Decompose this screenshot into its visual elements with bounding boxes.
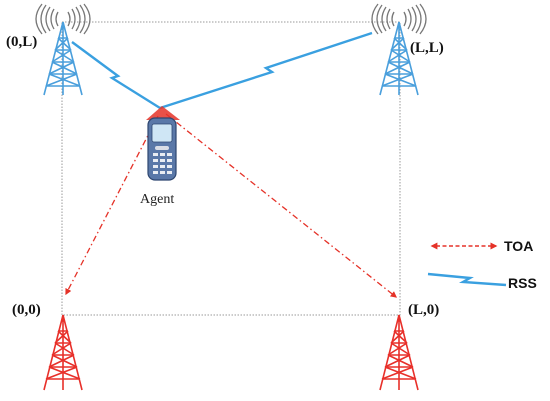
toa-signal-bottom-left: [65, 115, 159, 296]
corner-label-bottom-right: (L,0): [408, 302, 439, 318]
agent-label: Agent: [140, 192, 174, 207]
corner-label-top-right: (L,L): [410, 40, 444, 56]
rss-tower-top-right: [379, 21, 419, 96]
legend-toa-label: TOA: [504, 238, 533, 254]
corner-label-bottom-left: (0,0): [12, 302, 41, 318]
radio-wave-icon-top-left: [35, 3, 91, 35]
legend-rss-label: RSS: [508, 275, 537, 291]
rss-tower-top-left: [43, 21, 83, 96]
agent-phone-icon: [146, 106, 180, 181]
legend-rss-swatch: [427, 272, 507, 287]
corner-label-top-left: (0,L): [6, 34, 37, 50]
toa-signal-bottom-right: [165, 113, 398, 298]
rss-signal-top-left: [71, 41, 161, 110]
toa-tower-bottom-right: [379, 314, 419, 391]
toa-tower-bottom-left: [43, 314, 83, 391]
area-border: [61, 21, 401, 316]
rss-signal-top-right: [159, 31, 373, 110]
radio-wave-icon-top-right: [371, 3, 427, 35]
legend: TOA RSS: [427, 238, 537, 291]
